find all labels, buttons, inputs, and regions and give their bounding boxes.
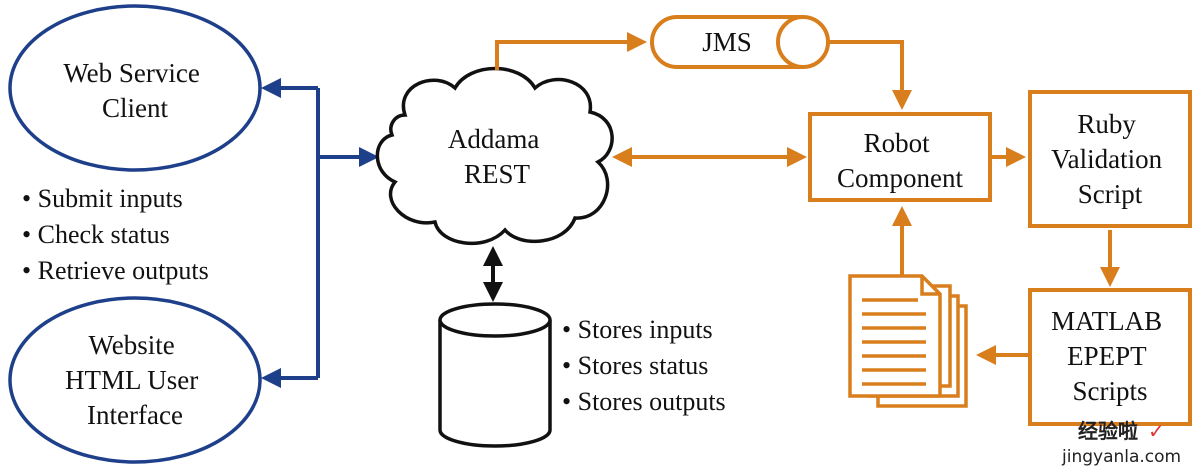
jms-to-robot-arrow — [828, 40, 912, 110]
client-actions-list: • Submit inputs • Check status • Retriev… — [22, 184, 209, 285]
svg-text:MATLAB EPEPT Scrip: MATLAB EPEPT Scripts — [1051, 306, 1169, 406]
watermark: 经验啦 ✓ jingyanla.com — [1061, 419, 1181, 467]
web-service-client-node: Web Service Client — [8, 4, 262, 172]
web-service-client-label-2: Client — [102, 93, 168, 123]
ruby-label-3: Script — [1078, 179, 1143, 209]
website-ui-node: Website HTML User Interface — [8, 296, 262, 464]
client-action-status: • Check status — [22, 220, 170, 249]
ruby-label-1: Ruby — [1077, 109, 1136, 139]
storage-actions-list: • Stores inputs • Stores status • Stores… — [562, 315, 726, 416]
ruby-label-2: Validation — [1051, 144, 1162, 174]
jms-queue: JMS — [650, 15, 830, 69]
robot-label-2: Component — [837, 163, 963, 193]
robot-label-1: Robot — [864, 128, 931, 158]
watermark-check-icon: ✓ — [1148, 419, 1165, 443]
matlab-label-3: Scripts — [1072, 376, 1147, 406]
watermark-top-text: 经验啦 — [1078, 419, 1138, 443]
client-connector — [261, 78, 379, 388]
website-ui-label-3: Interface — [87, 400, 183, 430]
cloud-label-2: REST — [464, 159, 531, 189]
matlab-label-2: EPEPT — [1067, 341, 1147, 371]
storage-action-outputs: • Stores outputs — [562, 387, 726, 416]
matlab-label-1: MATLAB — [1051, 306, 1162, 336]
svg-text:Website HTML User: Website HTML User Interface — [65, 330, 205, 430]
website-ui-label-2: HTML User — [65, 365, 198, 395]
svg-text:Web Service Client: Web Service Client — [63, 58, 206, 123]
svg-text:Addama REST: Addama REST — [448, 124, 546, 189]
orange-flows — [495, 32, 1120, 365]
storage-action-status: • Stores status — [562, 351, 708, 380]
addama-rest-cloud: Addama REST — [375, 66, 614, 246]
cloud-to-jms-arrow — [495, 32, 647, 70]
matlab-scripts-node: MATLAB EPEPT Scripts — [1028, 288, 1192, 426]
ruby-validation-node: Ruby Validation Script — [1028, 90, 1192, 228]
svg-text:Ruby Validation Sc: Ruby Validation Script — [1051, 109, 1169, 209]
web-service-client-label-1: Web Service — [63, 58, 200, 88]
database-cylinder — [438, 302, 552, 448]
website-ui-label-1: Website — [88, 330, 174, 360]
watermark-url-text: jingyanla.com — [1061, 447, 1181, 467]
client-action-retrieve: • Retrieve outputs — [22, 256, 209, 285]
client-action-submit: • Submit inputs — [22, 184, 183, 213]
cloud-label-1: Addama — [448, 124, 539, 154]
jms-label: JMS — [702, 27, 752, 57]
robot-component-node: Robot Component — [808, 112, 992, 202]
document-stack-icon — [848, 274, 968, 408]
storage-action-inputs: • Stores inputs — [562, 315, 713, 344]
svg-text:Robot Component: Robot Component — [837, 128, 963, 193]
